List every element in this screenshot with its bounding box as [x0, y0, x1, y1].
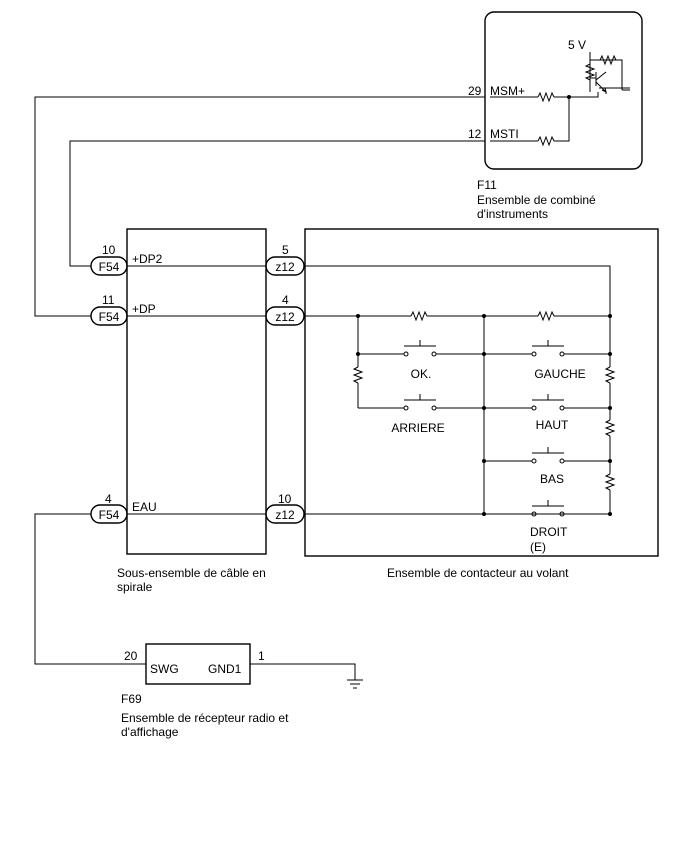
meter-supply-label: 5 V	[568, 38, 586, 52]
spiral-left-connector: F54	[99, 508, 120, 522]
msm-plus-resistor	[537, 91, 555, 103]
connector-tag	[90, 504, 128, 524]
switch-label: OK.	[411, 367, 432, 381]
wire-msti-to-dp2	[69, 140, 485, 267]
radio-signal-gnd1: GND1	[208, 662, 242, 676]
junction-dots	[356, 314, 612, 516]
switch-droit	[531, 500, 565, 517]
switch-ok	[358, 340, 484, 357]
ground-symbol	[347, 679, 363, 689]
switch-arriere	[358, 394, 484, 411]
steering-switch-box	[304, 228, 659, 557]
spiral-left-connector: F54	[99, 260, 120, 274]
combination-meter-box	[484, 11, 643, 170]
transistor-symbol	[584, 52, 630, 94]
radio-name-line1: Ensemble de récepteur radio et	[121, 711, 289, 725]
steering-pad-switch: OK. ARRIERE GAUCHE HAUT BAS DROIT (E) En…	[304, 228, 659, 580]
spiral-left-signal: EAU	[132, 500, 157, 514]
resistor	[537, 310, 555, 322]
connector-tag	[90, 256, 128, 276]
meter-signal-msti: MSTI	[490, 127, 519, 141]
resistor	[604, 366, 616, 384]
spiral-right-connector: z12	[275, 508, 295, 522]
spiral-cable-box	[126, 228, 267, 555]
radio-signal-swg: SWG	[150, 662, 179, 676]
spiral-cable-name-line1: Sous-ensemble de câble en	[117, 566, 266, 580]
steering-switch-name: Ensemble de contacteur au volant	[387, 566, 569, 580]
switch-label: HAUT	[536, 418, 569, 432]
spiral-left-signal: +DP2	[132, 252, 163, 266]
switch-label: ARRIERE	[391, 421, 444, 435]
resistor	[410, 310, 428, 322]
spiral-left-connector: F54	[99, 310, 120, 324]
spiral-left-pin: 4	[105, 492, 112, 506]
spiral-right-connector: z12	[275, 310, 295, 324]
switch-gauche	[484, 340, 610, 357]
spiral-right-pin: 5	[282, 243, 289, 257]
spiral-left-signal: +DP	[132, 302, 156, 316]
spiral-cable-name-line2: spirale	[117, 580, 153, 594]
switch-bas	[484, 447, 610, 464]
switch-label: DROIT	[530, 525, 568, 539]
wire-gnd1	[250, 663, 356, 680]
meter-name-line2: d'instruments	[477, 207, 548, 221]
spiral-right-pin: 4	[282, 293, 289, 307]
resistor	[604, 419, 616, 437]
spiral-left-pin: 11	[102, 293, 115, 307]
meter-pin-29: 29	[468, 84, 482, 98]
meter-signal-msm-plus: MSM+	[490, 84, 525, 98]
spiral-right-connector: z12	[275, 260, 295, 274]
spiral-right-pin: 10	[278, 492, 292, 506]
radio-name-line2: d'affichage	[121, 725, 179, 739]
spiral-left-pin: 10	[102, 243, 116, 257]
radio-pin-1: 1	[258, 649, 265, 663]
resistor	[352, 366, 364, 384]
connector-tag	[90, 306, 128, 326]
msti-resistor	[537, 135, 555, 147]
switch-ground-label: (E)	[530, 540, 546, 554]
wire-eau-to-swg	[34, 513, 146, 665]
spiral-cable: 10 F54 +DP2 11 F54 +DP 4 F54 EAU 5 z12 4…	[90, 228, 305, 594]
switch-haut	[484, 394, 610, 411]
switch-label: BAS	[540, 472, 564, 486]
combination-meter: 5 V 29 MSM+ 12 MSTI F11 Ensemble	[468, 11, 643, 221]
switch-label: GAUCHE	[534, 367, 585, 381]
resistor	[604, 473, 616, 491]
radio-receiver-box	[145, 643, 251, 685]
radio-receiver: 20 SWG 1 GND1 F69 Ensemble de récepteur …	[121, 643, 289, 739]
meter-name-line1: Ensemble de combiné	[477, 193, 596, 207]
wire-msm-plus-to-dp	[34, 96, 485, 317]
meter-connector-code: F11	[477, 178, 497, 192]
radio-pin-20: 20	[124, 649, 138, 663]
radio-connector-code: F69	[121, 692, 142, 706]
meter-pin-12: 12	[468, 127, 482, 141]
